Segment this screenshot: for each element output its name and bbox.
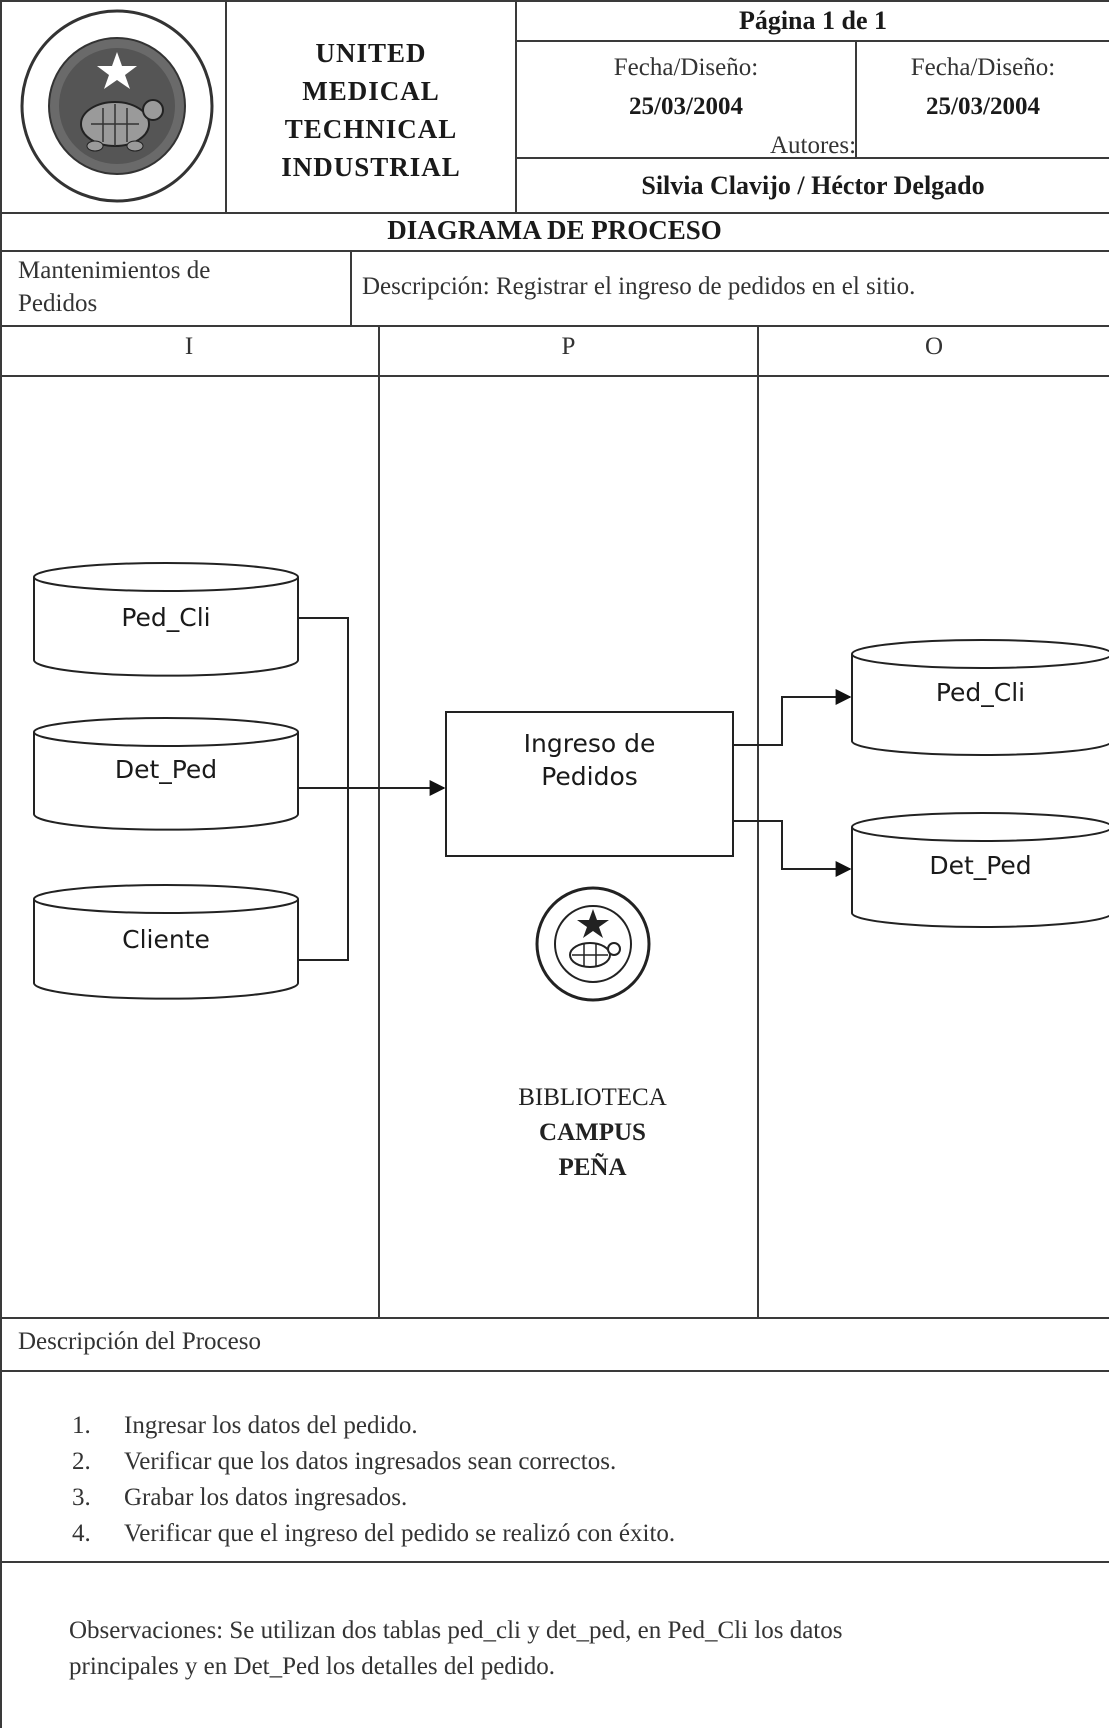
input-label-ped-cli: Ped_Cli bbox=[121, 603, 211, 632]
company-line-2: MEDICAL bbox=[302, 76, 440, 106]
authors-value: Silvia Clavijo / Héctor Delgado bbox=[641, 171, 985, 200]
step-text: Ingresar los datos del pedido. bbox=[124, 1412, 418, 1439]
input-label-cliente: Cliente bbox=[122, 925, 210, 954]
column-header-output: O bbox=[924, 333, 944, 360]
divider-module bbox=[350, 250, 352, 325]
divider-logo bbox=[225, 0, 227, 212]
module-line-2: Pedidos bbox=[18, 290, 98, 317]
company-name: UNITED MEDICAL TECHNICAL INDUSTRIAL bbox=[227, 34, 515, 186]
divider-col-ip bbox=[378, 325, 380, 1317]
divider-dates bbox=[855, 40, 857, 157]
output-cylinder-det-ped bbox=[851, 812, 1109, 928]
divider-dates-row bbox=[515, 157, 1109, 159]
module-name: Mantenimientos de Pedidos bbox=[18, 254, 348, 320]
step-text: Verificar que los datos ingresados sean … bbox=[124, 1448, 617, 1475]
stamp-line-1: BIBLIOTECA bbox=[518, 1084, 667, 1111]
observations: Observaciones: Se utilizan dos tablas pe… bbox=[69, 1613, 1099, 1685]
process-steps: 1. Ingresar los datos del pedido. 2. Ver… bbox=[72, 1408, 1092, 1552]
output-label-det-ped: Det_Ped bbox=[929, 851, 1032, 880]
output-label-ped-cli: Ped_Cli bbox=[935, 678, 1026, 707]
process-label: Ingreso de Pedidos bbox=[446, 727, 733, 793]
page-title: DIAGRAMA DE PROCESO bbox=[387, 215, 722, 245]
company-line-1: UNITED bbox=[315, 38, 427, 68]
step-number: 2. bbox=[72, 1448, 91, 1475]
process-label-line-2: Pedidos bbox=[541, 762, 638, 791]
step-item: 1. Ingresar los datos del pedido. bbox=[72, 1408, 1092, 1444]
input-label-det-ped: Det_Ped bbox=[114, 755, 218, 784]
observations-line-1: Observaciones: Se utilizan dos tablas pe… bbox=[69, 1617, 843, 1644]
input-connectors bbox=[298, 617, 446, 961]
date-right-value: 25/03/2004 bbox=[926, 93, 1040, 120]
process-box bbox=[445, 711, 734, 857]
espol-logo bbox=[17, 6, 217, 206]
step-item: 2. Verificar que los datos ingresados se… bbox=[72, 1444, 1092, 1480]
step-item: 3. Grabar los datos ingresados. bbox=[72, 1480, 1092, 1516]
input-cylinder-det-ped bbox=[33, 717, 299, 831]
observations-line-2: principales y en Det_Ped los detalles de… bbox=[69, 1653, 555, 1680]
process-description-label: Descripción del Proceso bbox=[18, 1328, 261, 1355]
divider-diagram-bottom bbox=[0, 1317, 1109, 1319]
divider-steps-bottom bbox=[0, 1561, 1109, 1563]
date-left-label: Fecha/Diseño: bbox=[613, 54, 759, 81]
frame-left bbox=[0, 0, 2, 1728]
divider-company bbox=[515, 0, 517, 212]
step-number: 1. bbox=[72, 1412, 91, 1439]
library-stamp-text: BIBLIOTECA CAMPUS PEÑA bbox=[470, 1080, 715, 1185]
divider-title-bottom bbox=[0, 250, 1109, 252]
stamp-line-2: CAMPUS bbox=[539, 1119, 646, 1146]
date-left-value: 25/03/2004 bbox=[629, 93, 743, 120]
stamp-line-3: PEÑA bbox=[558, 1154, 627, 1181]
company-line-3: TECHNICAL bbox=[284, 114, 458, 144]
divider-module-bottom bbox=[0, 325, 1109, 327]
authors-label: Autores: bbox=[769, 132, 857, 159]
process-diagram bbox=[33, 562, 1109, 1002]
company-line-4: INDUSTRIAL bbox=[281, 152, 461, 182]
divider-desc-label bbox=[0, 1370, 1109, 1372]
frame-top bbox=[0, 0, 1109, 2]
process-label-line-1: Ingreso de bbox=[523, 729, 656, 758]
step-number: 4. bbox=[72, 1520, 91, 1547]
step-item: 4. Verificar que el ingreso del pedido s… bbox=[72, 1516, 1092, 1552]
date-right-label: Fecha/Diseño: bbox=[910, 54, 1056, 81]
divider-page-row bbox=[515, 40, 1109, 42]
divider-column-heads bbox=[0, 375, 1109, 377]
column-header-input: I bbox=[184, 333, 194, 360]
column-header-process: P bbox=[561, 333, 576, 360]
input-cylinder-cliente bbox=[33, 884, 299, 1000]
library-seal bbox=[535, 886, 651, 1002]
step-number: 3. bbox=[72, 1484, 91, 1511]
module-description: Descripción: Registrar el ingreso de ped… bbox=[362, 273, 916, 300]
step-text: Grabar los datos ingresados. bbox=[124, 1484, 408, 1511]
output-connectors bbox=[733, 689, 852, 877]
divider-header-bottom bbox=[0, 212, 1109, 214]
module-line-1: Mantenimientos de bbox=[18, 257, 211, 284]
input-cylinder-ped-cli bbox=[33, 562, 299, 677]
output-cylinder-ped-cli bbox=[851, 639, 1109, 756]
page-number: Página 1 de 1 bbox=[738, 6, 888, 35]
step-text: Verificar que el ingreso del pedido se r… bbox=[124, 1520, 676, 1547]
